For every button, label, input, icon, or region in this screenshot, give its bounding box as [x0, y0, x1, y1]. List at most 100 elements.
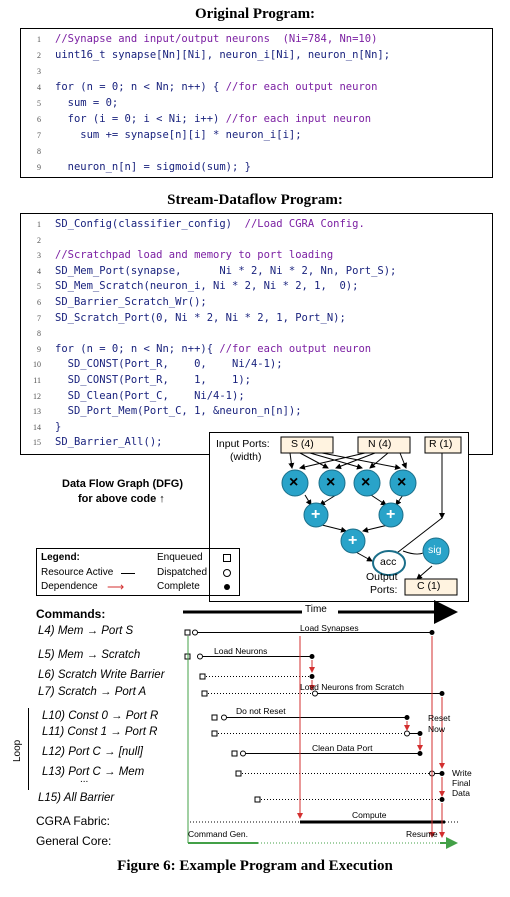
input-ports-label: Input Ports:	[216, 438, 270, 450]
code-text: sum += synapse[n][i] * neuron_i[i];	[55, 129, 301, 141]
command-item: L12) Port C → [null]	[42, 746, 143, 758]
add-icon: +	[386, 506, 396, 523]
code-statement: for (n = 0; n < Nn; n++){	[55, 342, 220, 355]
line-number: 15	[33, 438, 41, 448]
code-statement: for (n = 0; n < Nn; n++) {	[55, 81, 226, 93]
complete-dot-icon	[224, 584, 230, 590]
port-s: S (4)	[291, 438, 314, 450]
ann-data: Data	[452, 788, 470, 798]
legend-dispatched: Dispatched	[157, 567, 208, 578]
add-icon: +	[348, 532, 358, 549]
code-statement: SD_Scratch_Port(0, Ni * 2, Ni * 2, 1, Po…	[55, 311, 346, 324]
line-number: 9	[37, 344, 41, 354]
ann-do-not-reset: Do not Reset	[236, 706, 286, 716]
command-item: L13) Port C → Mem	[42, 766, 145, 778]
code-statement: SD_Clean(Port_C, Ni/4-1);	[55, 389, 245, 402]
dispatched-circle-icon	[223, 569, 231, 577]
time-label: Time	[305, 604, 327, 615]
code-text: SD_Port_Mem(Port_C, 1, &neuron_n[n]);	[55, 405, 302, 417]
ann-now: Now	[428, 724, 446, 734]
line-number: 3	[37, 67, 41, 76]
original-code-box: 1 //Synapse and input/output neurons (Ni=…	[20, 28, 493, 178]
command-item: L10) Const 0 → Port R	[42, 710, 159, 722]
command-item: L11) Const 1 → Port R	[42, 726, 158, 738]
general-core-label: General Core:	[36, 834, 112, 848]
port-r: R (1)	[429, 438, 453, 450]
legend-box: Legend: Resource Active Dependence ⟶ Enq…	[36, 548, 240, 596]
code-text: SD_Config(classifier_config) //Load CGRA…	[55, 218, 365, 230]
line-number: 5	[37, 99, 41, 108]
line-number: 7	[37, 313, 41, 323]
add-icon: +	[311, 506, 321, 523]
command-item: L15) All Barrier	[38, 792, 115, 804]
code-text: SD_CONST(Port_R, 1, 1);	[55, 374, 251, 386]
code-text: //Synapse and input/output neurons (Ni=7…	[55, 33, 377, 45]
ports-label: Ports:	[370, 584, 398, 596]
line-number: 3	[37, 251, 41, 261]
dfg-diagram: Input Ports: (width) S (4) N (4) R (1) ×…	[209, 432, 469, 602]
line-number: 1	[37, 220, 41, 229]
line-number: 4	[37, 83, 41, 92]
line-number: 2	[37, 235, 41, 245]
ann-load-synapses: Load Synapses	[300, 623, 359, 633]
code-statement: SD_Barrier_Scratch_Wr();	[55, 296, 207, 308]
line-number: 11	[33, 376, 41, 385]
line-number: 8	[37, 329, 41, 339]
line-number: 14	[33, 422, 41, 432]
line-number: 1	[37, 35, 41, 44]
port-n: N (4)	[368, 438, 392, 450]
code-text: SD_Mem_Port(synapse, Ni * 2, Ni * 2, Nn,…	[55, 265, 396, 277]
code-text: SD_Mem_Scratch(neuron_i, Ni * 2, Ni * 2,…	[55, 280, 358, 292]
width-label: (width)	[230, 451, 262, 463]
timeline-svg	[183, 600, 460, 849]
legend-resource-active: Resource Active	[41, 567, 114, 578]
acc-node: acc	[380, 556, 397, 568]
multiply-icon: ×	[326, 474, 336, 491]
code-statement: neuron_n[n] = sigmoid(sum); }	[55, 161, 251, 173]
code-comment: //for each output neuron	[225, 81, 378, 93]
enqueued-square-icon	[223, 554, 231, 562]
code-text: }	[55, 421, 61, 433]
code-comment: //Scratchpad load and memory to port loa…	[55, 249, 334, 262]
figure-caption: Figure 6: Example Program and Execution	[117, 858, 393, 874]
dfg-label-line2: for above code ↑	[78, 493, 165, 505]
command-item: L4) Mem → Port S	[38, 625, 134, 637]
code-comment: //Load CGRA Config.	[244, 218, 365, 230]
ann-write: Write	[452, 768, 472, 778]
line-number: 9	[37, 163, 41, 172]
code-statement: for (i = 0; i < Ni; i++)	[55, 113, 226, 125]
original-program-title: Original Program:	[194, 6, 316, 22]
code-text: for (n = 0; n < Nn; n++) { //for each ou…	[55, 81, 377, 93]
stream-code-box: 1 SD_Config(classifier_config) //Load CGR…	[20, 213, 493, 455]
output-label: Output	[366, 571, 398, 583]
dfg-label-line1: Data Flow Graph (DFG)	[62, 478, 183, 490]
code-text: uint16_t synapse[Nn][Ni], neuron_i[Ni], …	[55, 49, 390, 61]
line-number: 12	[33, 391, 41, 401]
command-item: L6) Scratch Write Barrier	[38, 669, 165, 681]
code-text: sum = 0;	[55, 97, 119, 109]
legend-dependence: Dependence	[41, 581, 98, 592]
line-number: 13	[33, 407, 41, 417]
line-number: 4	[37, 266, 41, 276]
loop-ellipsis: ...	[80, 774, 89, 785]
code-text: neuron_n[n] = sigmoid(sum); }	[55, 161, 251, 173]
code-statement: }	[55, 420, 62, 433]
port-c: C (1)	[417, 580, 441, 592]
code-statement: SD_Config(classifier_config)	[55, 218, 245, 230]
line-number: 6	[37, 115, 41, 124]
commands-title: Commands:	[36, 607, 106, 621]
code-text: for (i = 0; i < Ni; i++) //for each inpu…	[55, 113, 371, 125]
code-text: SD_CONST(Port_R, 0, Ni/4-1);	[55, 358, 283, 370]
ann-command-gen: Command Gen.	[188, 829, 248, 839]
command-item: L5) Mem → Scratch	[38, 649, 141, 661]
resource-active-line-icon	[121, 573, 135, 574]
ann-clean-data-port: Clean Data Port	[312, 743, 373, 753]
code-statement: uint16_t synapse[Nn][Ni], neuron_i[Ni], …	[55, 49, 391, 61]
legend-complete: Complete	[157, 581, 200, 592]
code-comment: //for each output neuron	[219, 342, 372, 355]
line-number: 5	[37, 282, 41, 292]
code-text: for (n = 0; n < Nn; n++){ //for each out…	[55, 343, 371, 355]
cgra-fabric-label: CGRA Fabric:	[36, 814, 111, 828]
line-number: 10	[33, 360, 41, 370]
legend-enqueued: Enqueued	[157, 552, 203, 563]
